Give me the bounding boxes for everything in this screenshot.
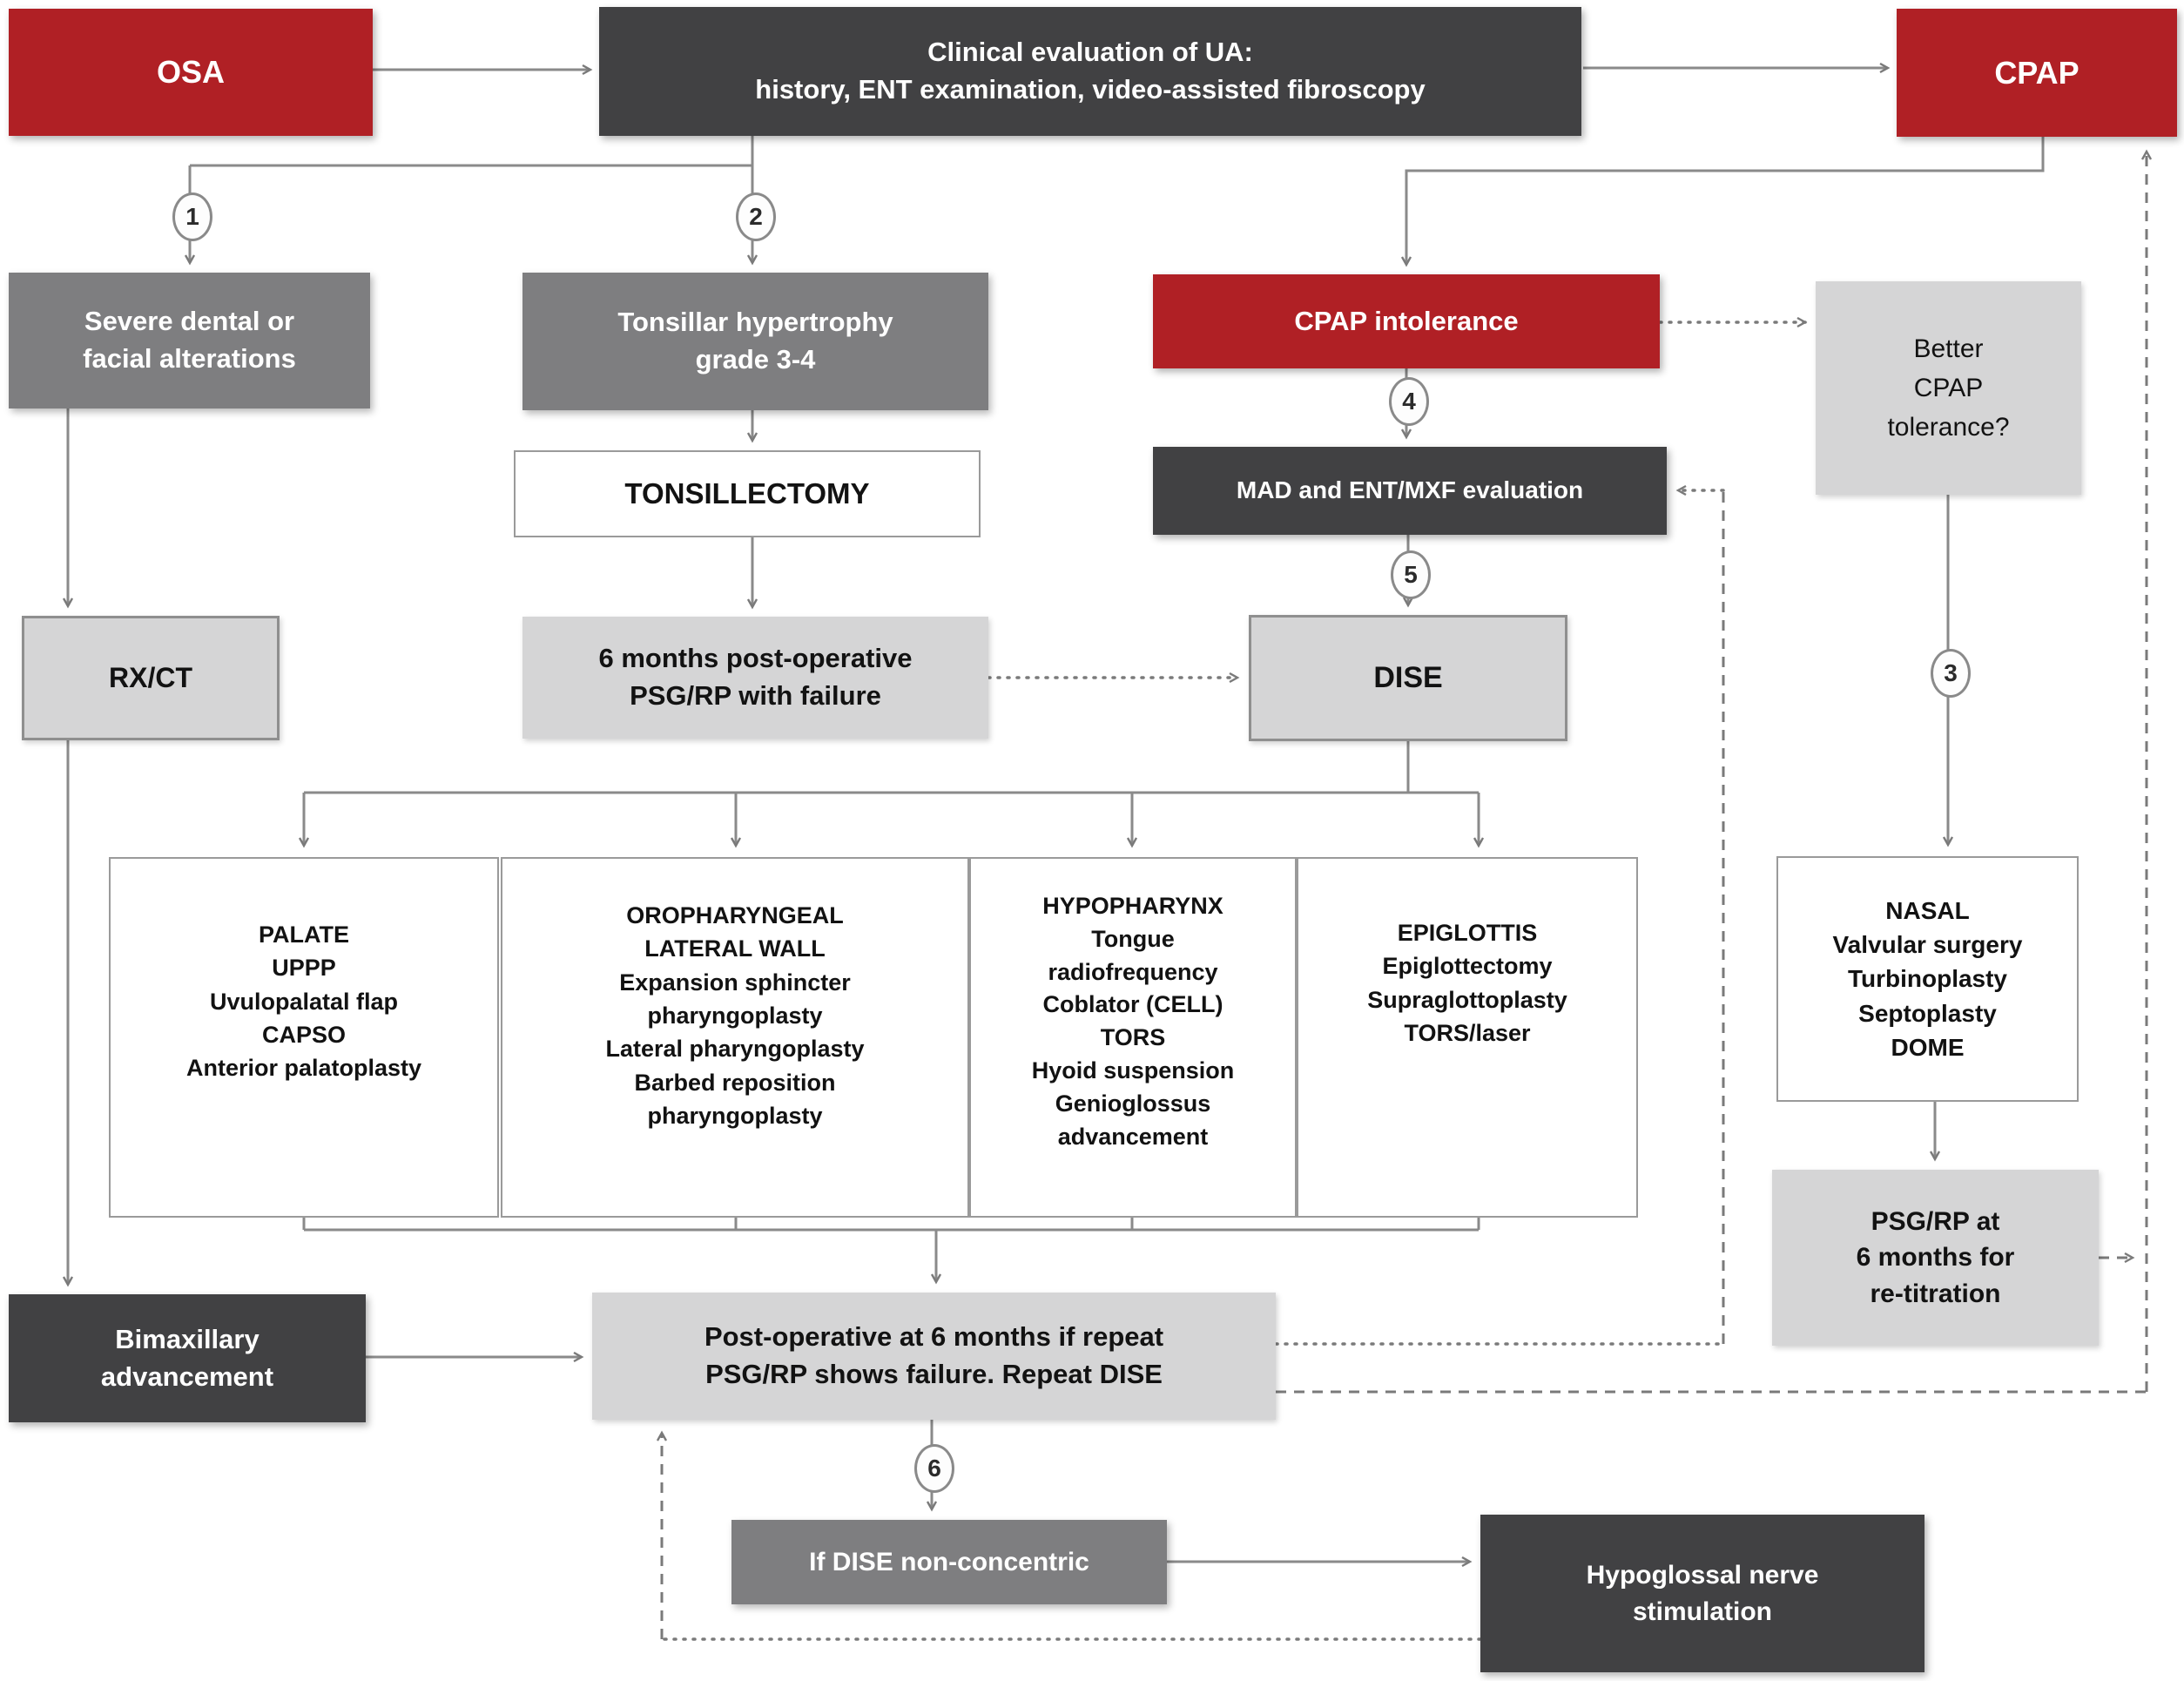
node-if-dise-non-concentric: If DISE non-concentric: [731, 1520, 1167, 1604]
palate-line5: Anterior palatoplasty: [185, 1055, 422, 1082]
node-mad-label: MAD and ENT/MXF evaluation: [1236, 476, 1584, 504]
node-clinical-line1: Clinical evaluation of UA:: [927, 37, 1253, 68]
node-hypopharynx-surgeries: HYPOPHARYNX Tongue radiofrequency Coblat…: [969, 857, 1297, 1218]
node-tonsillar-hypertrophy: Tonsillar hypertrophy grade 3-4: [522, 273, 988, 410]
step-6-label: 6: [927, 1455, 941, 1482]
node-6months-line2: PSG/RP with failure: [630, 680, 881, 711]
node-tonsillar-line2: grade 3-4: [695, 344, 816, 375]
hypoph-line2: Tongue: [1091, 925, 1175, 952]
node-better-line2: CPAP: [1913, 374, 1984, 402]
psgret-line2: 6 months for: [1856, 1243, 2015, 1273]
palate-line4: CAPSO: [261, 1021, 347, 1048]
psgret-line3: re-titration: [1870, 1279, 2001, 1308]
nasal-line2: Valvular surgery: [1832, 931, 2023, 959]
epiglottis-line4: TORS/laser: [1404, 1019, 1531, 1046]
node-epiglottis-surgeries: EPIGLOTTIS Epiglottectomy Supraglottopla…: [1297, 857, 1638, 1218]
oroph-line3: Expansion sphincter: [619, 969, 851, 996]
node-better-line3: tolerance?: [1887, 413, 2010, 442]
node-severe-line2: facial alterations: [83, 343, 296, 374]
hypoph-line6: Hyoid suspension: [1031, 1057, 1235, 1084]
postop-line2: PSG/RP shows failure. Repeat DISE: [705, 1359, 1163, 1389]
psgret-line1: PSG/RP at: [1871, 1206, 2000, 1236]
node-hypoglossal-stimulation: Hypoglossal nerve stimulation: [1480, 1515, 1924, 1672]
node-tonsillectomy-label: TONSILLECTOMY: [624, 477, 870, 510]
node-dise-label: DISE: [1373, 661, 1443, 695]
step-1-label: 1: [185, 203, 199, 230]
epiglottis-line1: EPIGLOTTIS: [1397, 920, 1538, 946]
epiglottis-line3: Supraglottoplasty: [1367, 986, 1567, 1013]
ifdise-label: If DISE non-concentric: [809, 1547, 1089, 1576]
node-dise: DISE: [1249, 615, 1567, 741]
oroph-line2: LATERAL WALL: [644, 935, 826, 962]
step-4-label: 4: [1402, 388, 1416, 415]
step-5-label: 5: [1404, 561, 1418, 588]
node-better-cpap-tolerance: Better CPAP tolerance?: [1816, 281, 2081, 495]
node-cpap: CPAP: [1897, 9, 2177, 137]
bimax-line2: advancement: [100, 1360, 274, 1392]
nasal-line1: NASAL: [1885, 897, 1970, 925]
node-severe-line1: Severe dental or: [84, 306, 295, 337]
step-circle-5: 5: [1391, 550, 1431, 599]
epiglottis-line2: Epiglottectomy: [1382, 953, 1553, 980]
node-better-line1: Better: [1913, 334, 1984, 363]
step-3-label: 3: [1944, 659, 1958, 686]
node-cpap-label: CPAP: [1994, 54, 2080, 91]
step-circle-6: 6: [914, 1444, 954, 1493]
node-bimaxillary-advancement: Bimaxillary advancement: [9, 1294, 366, 1422]
hypoph-line8: advancement: [1057, 1123, 1209, 1150]
nasal-line4: Septoplasty: [1858, 999, 1997, 1027]
node-oropharyngeal-surgeries: OROPHARYNGEAL LATERAL WALL Expansion sph…: [501, 857, 969, 1218]
postop-line1: Post-operative at 6 months if repeat: [704, 1321, 1164, 1353]
hypoglossal-line1: Hypoglossal nerve: [1586, 1561, 1819, 1590]
node-tonsillectomy: TONSILLECTOMY: [514, 450, 981, 537]
node-osa: OSA: [9, 9, 373, 136]
node-cpap-intolerance: CPAP intolerance: [1153, 274, 1660, 368]
node-rxct-label: RX/CT: [109, 662, 192, 694]
node-postop-repeat-dise: Post-operative at 6 months if repeat PSG…: [592, 1293, 1276, 1420]
oroph-line5: Lateral pharyngoplasty: [605, 1036, 865, 1063]
node-6-months-psg-failure: 6 months post-operative PSG/RP with fail…: [522, 617, 988, 739]
palate-line3: Uvulopalatal flap: [209, 988, 399, 1015]
hypoph-line4: Coblator (CELL): [1042, 991, 1223, 1018]
node-osa-label: OSA: [156, 54, 225, 91]
palate-line2: UPPP: [272, 955, 336, 982]
oroph-line6: Barbed reposition: [634, 1069, 836, 1096]
hypoglossal-line2: stimulation: [1632, 1597, 1772, 1626]
palate-line1: PALATE: [259, 922, 349, 948]
node-nasal-surgeries: NASAL Valvular surgery Turbinoplasty Sep…: [1776, 856, 2079, 1102]
nasal-line5: DOME: [1891, 1033, 1965, 1061]
hypoph-line5: TORS: [1100, 1024, 1166, 1051]
step-circle-3: 3: [1931, 649, 1971, 698]
hypoph-line3: radiofrequency: [1048, 958, 1218, 985]
step-circle-2: 2: [736, 192, 776, 241]
node-6months-line1: 6 months post-operative: [598, 643, 913, 674]
oroph-line1: OROPHARYNGEAL: [626, 902, 844, 928]
node-mad-evaluation: MAD and ENT/MXF evaluation: [1153, 447, 1667, 535]
node-rxct: RX/CT: [22, 616, 280, 740]
step-circle-4: 4: [1389, 377, 1429, 426]
hypoph-line7: Genioglossus: [1055, 1090, 1211, 1117]
bimax-line1: Bimaxillary: [115, 1323, 260, 1354]
node-cpap-intolerance-label: CPAP intolerance: [1294, 305, 1519, 336]
nasal-line3: Turbinoplasty: [1847, 965, 2008, 993]
node-psg-retitration: PSG/RP at 6 months for re-titration: [1772, 1170, 2099, 1346]
oroph-line7: pharyngoplasty: [647, 1102, 823, 1129]
step-circle-1: 1: [172, 192, 212, 241]
node-palate-surgeries: PALATE UPPP Uvulopalatal flap CAPSO Ante…: [109, 857, 499, 1218]
node-severe-dental: Severe dental or facial alterations: [9, 273, 370, 408]
oroph-line4: pharyngoplasty: [647, 1002, 823, 1029]
node-clinical-line2: history, ENT examination, video-assisted…: [755, 74, 1426, 105]
step-2-label: 2: [749, 203, 763, 230]
hypoph-line1: HYPOPHARYNX: [1042, 893, 1223, 919]
node-tonsillar-line1: Tonsillar hypertrophy: [617, 307, 893, 338]
arrow-cpap-to-intolerance: [1406, 136, 2045, 265]
node-clinical-evaluation: Clinical evaluation of UA: history, ENT …: [599, 7, 1581, 136]
